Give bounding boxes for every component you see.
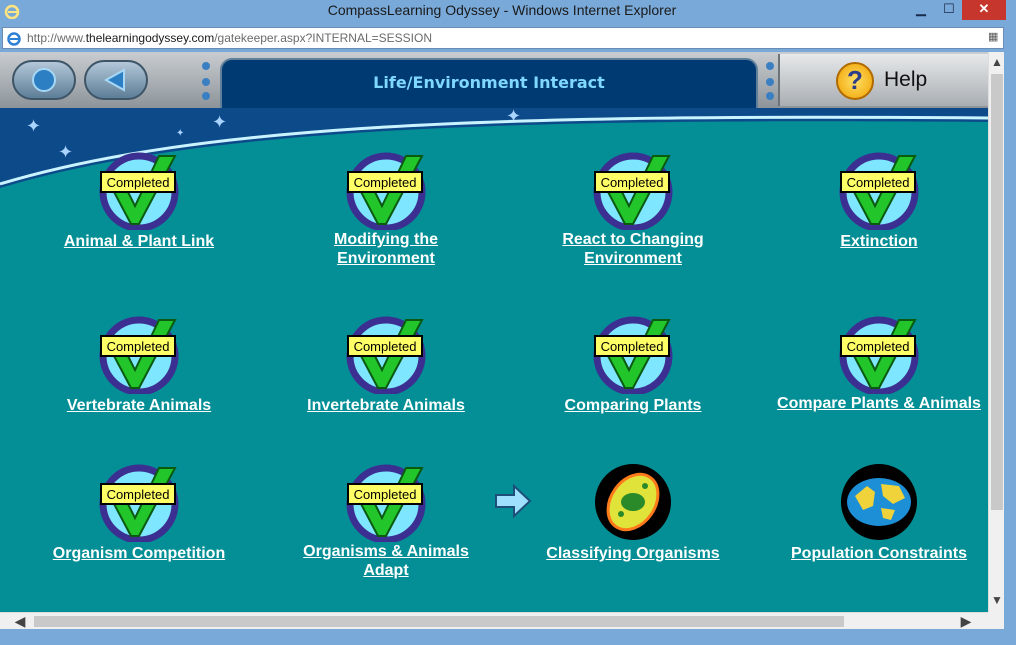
address-bar: http://www.thelearningodyssey.com/gateke… — [0, 24, 1016, 52]
current-activity-arrow-icon — [495, 484, 532, 518]
rivet — [766, 78, 774, 86]
horizontal-scrollbar[interactable]: ◀ ▶ — [0, 612, 988, 630]
ie-page-icon — [7, 32, 21, 46]
activity-link[interactable]: Comparing Plants — [564, 397, 702, 414]
compatibility-view-icon[interactable]: ▦ — [988, 31, 999, 43]
activity-link[interactable]: Invertebrate Animals — [307, 397, 465, 414]
activity-link[interactable]: Organism Competition — [52, 545, 226, 562]
url-domain: thelearningodyssey.com — [85, 31, 215, 45]
svg-text:Completed: Completed — [354, 487, 417, 502]
activity-link[interactable]: Extinction — [840, 233, 918, 250]
svg-text:Completed: Completed — [601, 175, 664, 190]
completed-check-icon[interactable]: Completed — [344, 150, 428, 232]
address-input[interactable]: http://www.thelearningodyssey.com/gateke… — [2, 27, 1004, 49]
close-button[interactable]: ✕ — [962, 0, 1006, 20]
rivet — [202, 78, 210, 86]
help-label: Help — [884, 68, 928, 91]
star-icon: ✦ — [176, 128, 185, 139]
svg-text:Completed: Completed — [107, 175, 170, 190]
question-mark-icon: ? — [836, 62, 874, 100]
back-arrow-icon — [103, 68, 125, 92]
completed-check-icon[interactable]: Completed — [344, 314, 428, 396]
scroll-right-icon[interactable]: ▶ — [960, 613, 972, 629]
star-icon: ✦ — [58, 142, 74, 162]
window-title: CompassLearning Odyssey - Windows Intern… — [327, 2, 677, 18]
svg-text:Completed: Completed — [847, 339, 910, 354]
section-title: Life/Environment Interact — [373, 73, 605, 92]
home-circle-icon — [32, 68, 56, 92]
home-button[interactable] — [12, 60, 76, 100]
completed-check-icon[interactable]: Completed — [837, 314, 921, 396]
activity-link[interactable]: Classifying Organisms — [546, 545, 720, 562]
minimize-button[interactable]: ▁ — [916, 1, 926, 16]
horizontal-scroll-thumb[interactable] — [34, 616, 844, 627]
scroll-up-icon[interactable]: ▲ — [991, 55, 1003, 69]
activity-link[interactable]: Animal & Plant Link — [63, 233, 215, 250]
url-prefix: http://www. — [27, 31, 86, 45]
activity-link[interactable]: Population Constraints — [791, 545, 967, 562]
star-icon: ✦ — [212, 112, 228, 132]
svg-text:Completed: Completed — [354, 175, 417, 190]
scroll-left-icon[interactable]: ◀ — [14, 613, 26, 629]
rivet — [766, 92, 774, 100]
completed-check-icon[interactable]: Completed — [97, 150, 181, 232]
svg-text:Completed: Completed — [354, 339, 417, 354]
completed-check-icon[interactable]: Completed — [344, 462, 428, 544]
svg-text:Completed: Completed — [847, 175, 910, 190]
activity-link[interactable]: Compare Plants & Animals — [777, 395, 981, 412]
url-suffix: /gatekeeper.aspx?INTERNAL=SESSION — [214, 31, 432, 45]
rivet — [202, 62, 210, 70]
completed-check-icon[interactable]: Completed — [591, 150, 675, 232]
activity-item[interactable]: Classifying Organisms — [513, 462, 753, 563]
activity-link[interactable]: Modifying the Environment — [334, 231, 438, 267]
rivet — [202, 92, 210, 100]
star-icon: ✦ — [26, 116, 42, 136]
completed-check-icon[interactable]: Completed — [837, 150, 921, 232]
help-button[interactable]: ? Help — [778, 54, 988, 106]
section-title-panel: Life/Environment Interact — [220, 58, 758, 114]
vertical-scrollbar[interactable]: ▲ ▼ — [988, 52, 1005, 612]
address-url: http://www.thelearningodyssey.com/gateke… — [27, 31, 432, 45]
window-frame-right — [1004, 52, 1016, 645]
ie-logo-icon — [4, 4, 20, 19]
activity-link[interactable]: React to Changing Environment — [562, 231, 704, 267]
wave-curve — [0, 115, 988, 218]
svg-text:Completed: Completed — [107, 339, 170, 354]
svg-text:Completed: Completed — [107, 487, 170, 502]
maximize-button[interactable]: ☐ — [943, 1, 955, 16]
completed-check-icon[interactable]: Completed — [97, 314, 181, 396]
activity-link[interactable]: Vertebrate Animals — [66, 397, 212, 414]
window-frame-bottom — [0, 629, 1016, 645]
app-toolbar: Life/Environment Interact ? Help — [0, 52, 988, 114]
completed-check-icon[interactable]: Completed — [591, 314, 675, 396]
rivet — [766, 62, 774, 70]
vertical-scroll-thumb[interactable] — [991, 74, 1003, 510]
activity-item[interactable]: Population Constraints — [759, 462, 988, 563]
world-map-icon[interactable] — [837, 462, 921, 542]
scrollbar-corner — [988, 612, 1004, 629]
back-button[interactable] — [84, 60, 148, 100]
scroll-down-icon[interactable]: ▼ — [991, 593, 1003, 607]
window-titlebar: CompassLearning Odyssey - Windows Intern… — [0, 0, 1016, 24]
cell-organism-icon[interactable] — [591, 462, 675, 542]
activity-link[interactable]: Organisms & Animals Adapt — [303, 543, 469, 579]
svg-text:Completed: Completed — [601, 339, 664, 354]
completed-check-icon[interactable]: Completed — [97, 462, 181, 544]
page-content: Life/Environment Interact ? Help ✦ ✦ ✦ ✦… — [0, 52, 988, 612]
